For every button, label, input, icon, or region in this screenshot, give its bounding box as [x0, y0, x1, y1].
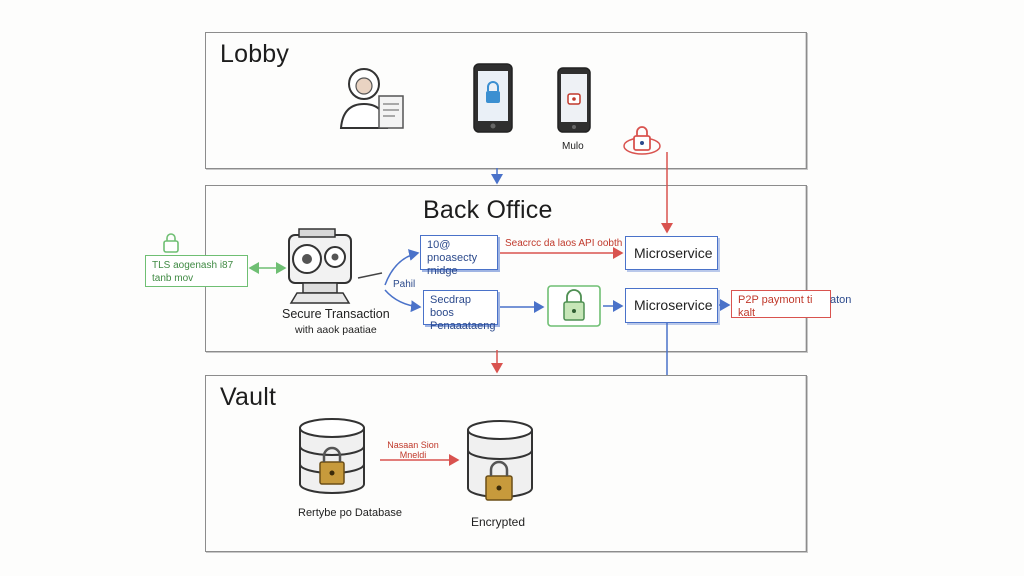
- db1-label: Rertybe po Database: [298, 507, 402, 519]
- vault-title: Vault: [220, 383, 277, 411]
- lobby-title: Lobby: [220, 40, 290, 68]
- gateway-to-bottom-arrow: [384, 289, 422, 313]
- vault-zone: [205, 375, 807, 552]
- encrypted-database-icon: [467, 420, 533, 501]
- gateway-label-1: Secure Transaction: [282, 307, 390, 321]
- device-label: Mulo: [562, 141, 584, 152]
- transfer-label: Nasaan Sion Mneldi: [387, 440, 439, 460]
- tls-box: TLS aogenash i87 tanb mov: [145, 255, 248, 287]
- microservice-bottom: Microservice: [625, 288, 718, 323]
- db2-label: Encrypted: [471, 515, 526, 529]
- p2p-suffix: aton: [830, 294, 852, 306]
- gateway-to-top-arrow: [384, 249, 420, 286]
- database-icon: [299, 418, 365, 494]
- phone-lock-icon: [473, 63, 513, 133]
- gateway-arrow-label: Pahil: [393, 279, 416, 290]
- center-green-lock-icon: [547, 285, 601, 327]
- gateway-out-arrow: [357, 272, 383, 279]
- back-office-title: Back Office: [423, 196, 553, 224]
- green-lock-icon: [163, 233, 179, 253]
- gateway-label-2: with aaok paatiae: [295, 324, 377, 336]
- phone-lock-icon-2: [557, 67, 591, 133]
- user-icon: [339, 68, 404, 129]
- top-process-box: 10@ pnoasecty rnidge: [420, 235, 498, 277]
- microservice-top: Microservice: [625, 236, 718, 270]
- bottom-process-box: Secdrap boos Penaaataeng: [423, 290, 498, 332]
- lobby-zone: [205, 32, 807, 169]
- p2p-box: P2P paymont ti kalt: [731, 290, 831, 319]
- gateway-machine-icon: [288, 228, 352, 304]
- api-label: Seacrcc da laos API oobth (1): [505, 238, 638, 249]
- red-lock-icon: [623, 126, 661, 155]
